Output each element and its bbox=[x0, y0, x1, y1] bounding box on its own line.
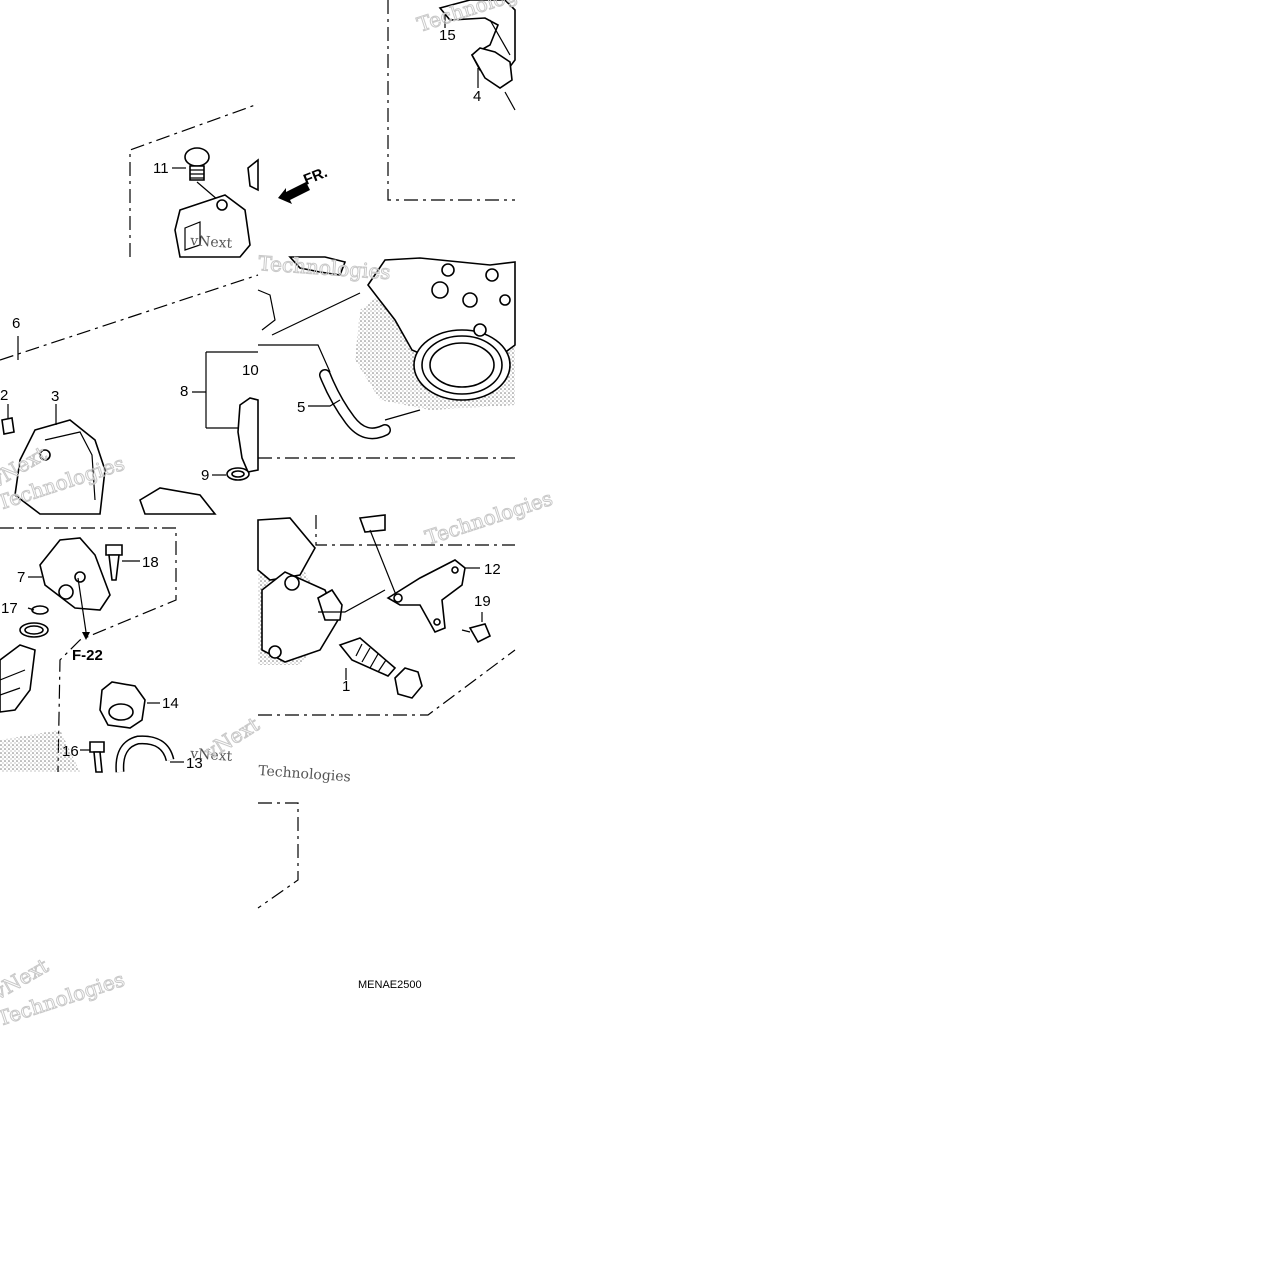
throttle-body-area bbox=[257, 256, 516, 459]
injector-part-10 bbox=[237, 397, 259, 473]
clip-part-4 bbox=[470, 47, 513, 89]
sensor-body bbox=[261, 571, 339, 663]
bolt-part-18 bbox=[105, 544, 123, 556]
callout-2: 2 bbox=[0, 387, 8, 404]
callout-12: 12 bbox=[484, 561, 501, 578]
hose-part-5 bbox=[320, 370, 390, 438]
watermarks: Technologies vNext Technologies Technolo… bbox=[0, 0, 556, 1031]
bolt-part-2 bbox=[1, 417, 15, 435]
frame-center-lower bbox=[257, 514, 516, 716]
callout-13: 13 bbox=[186, 755, 203, 772]
reference-f22: F-22 bbox=[72, 647, 103, 664]
sensor-housing bbox=[174, 194, 251, 258]
callout-1: 1 bbox=[342, 678, 350, 695]
watermark-word: Technologies bbox=[258, 763, 352, 785]
frame-left-middle bbox=[0, 274, 259, 515]
callout-11: 11 bbox=[153, 160, 169, 177]
frame-bottom bbox=[257, 802, 299, 909]
callout-10: 10 bbox=[242, 362, 259, 379]
cover-part-3 bbox=[14, 419, 106, 515]
watermark-word: Technologies bbox=[258, 251, 392, 284]
callout-18: 18 bbox=[142, 554, 159, 571]
callout-5: 5 bbox=[297, 399, 305, 416]
spindle-part-1 bbox=[338, 637, 397, 677]
callout-7: 7 bbox=[17, 569, 25, 586]
front-label: FR. bbox=[301, 164, 330, 189]
clamp-part-13 bbox=[116, 736, 173, 773]
callout-4: 4 bbox=[473, 88, 481, 105]
injector-lower bbox=[0, 644, 36, 713]
callout-9: 9 bbox=[201, 467, 209, 484]
frame-top-right bbox=[387, 0, 516, 201]
frame-left-lower bbox=[0, 527, 184, 773]
callouts: 15 4 11 6 2 3 8 10 9 5 7 18 17 F-22 14 1… bbox=[0, 27, 501, 772]
callout-19: 19 bbox=[474, 593, 491, 610]
bolt-part-19 bbox=[468, 623, 492, 644]
callout-6: 6 bbox=[12, 315, 20, 332]
fuel-rail-part-7 bbox=[39, 537, 111, 611]
callout-8: 8 bbox=[180, 383, 188, 400]
callout-16: 16 bbox=[62, 743, 79, 760]
callout-15: 15 bbox=[439, 27, 456, 44]
diagram-code: MENAE2500 bbox=[358, 979, 422, 991]
watermark-word: Technologies bbox=[422, 486, 555, 550]
watermark-brand: vNext bbox=[189, 233, 233, 252]
callout-3: 3 bbox=[51, 388, 59, 405]
callout-14: 14 bbox=[162, 695, 179, 712]
front-direction-arrow bbox=[278, 182, 310, 204]
frame-top-center bbox=[129, 103, 259, 258]
bracket-part-12 bbox=[386, 559, 466, 634]
watermark-brand: vNext bbox=[189, 746, 233, 765]
bolt-part-16 bbox=[89, 741, 105, 753]
bolt-part-11 bbox=[184, 147, 219, 201]
callout-17: 17 bbox=[1, 600, 18, 617]
oring-part-17 bbox=[31, 605, 49, 615]
